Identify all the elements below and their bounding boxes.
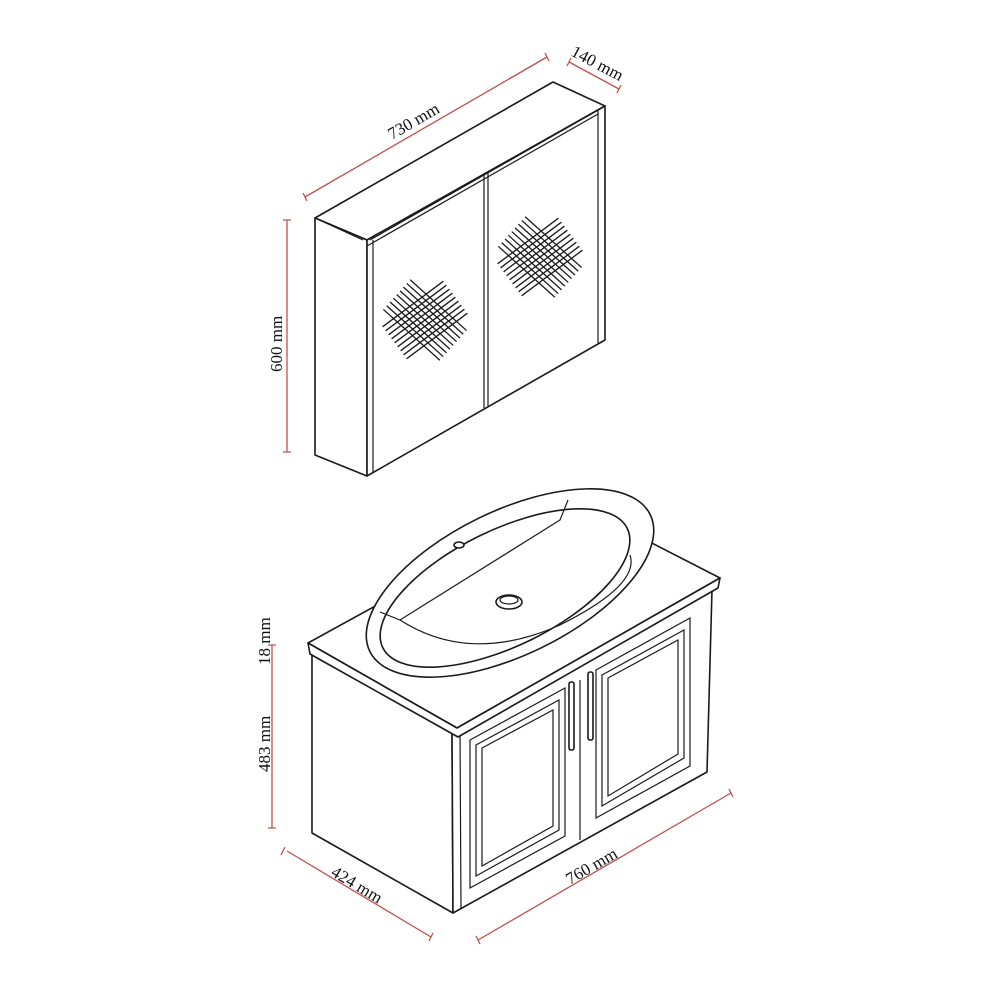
hatch-line (382, 280, 444, 328)
hatch-line (400, 304, 462, 352)
hatch-line (386, 305, 444, 358)
hatch-line (504, 238, 562, 291)
hatch-line (409, 279, 468, 332)
hatch-line (392, 297, 451, 350)
dimension-lines (268, 52, 734, 945)
hatch-line (391, 292, 453, 340)
hatch-line (503, 225, 565, 273)
mirror-cabinet (314, 81, 606, 477)
right-door (595, 616, 691, 820)
hatch-line (500, 221, 562, 269)
mirror-depth-label: 140 mm (568, 42, 627, 85)
vanity-width-label: 760 mm (563, 844, 621, 889)
hatch-line (497, 217, 559, 265)
hatch-line (518, 223, 576, 276)
hatch-line (521, 249, 583, 297)
vanity-unit (307, 488, 721, 914)
mirror-width-label: 730 mm (385, 99, 443, 144)
left-door (469, 686, 566, 890)
hatch-line (406, 312, 468, 360)
vanity-height-label: 483 mm (255, 716, 274, 772)
hatch-line (406, 282, 464, 335)
vessel-sink (365, 488, 655, 678)
hatch-line (512, 237, 574, 285)
hatch-line (382, 308, 441, 361)
hatch-line (506, 229, 568, 277)
left-handle (568, 681, 575, 751)
hatch-line (511, 231, 569, 283)
hatch-line (514, 227, 573, 280)
hatch-line (497, 245, 556, 298)
hatch-line (388, 288, 450, 336)
hatch-line (389, 301, 447, 354)
hatch-line (397, 300, 459, 348)
countertop-edge (307, 577, 721, 738)
hatch-line (399, 290, 458, 343)
hatch-line (501, 242, 559, 295)
cabinet-left-side (314, 217, 368, 477)
mirror-hatch-left (382, 279, 468, 361)
faucet-hole (453, 541, 465, 549)
mirror-hatch-right (497, 216, 583, 298)
hatch-line (524, 216, 583, 269)
hatch-line (518, 245, 580, 293)
hatch-line (403, 308, 465, 356)
hatch-line (521, 219, 579, 272)
right-handle (587, 671, 594, 741)
hatch-line (507, 234, 566, 287)
hatch-line (403, 286, 461, 339)
hatch-line (396, 294, 454, 346)
drain (495, 594, 523, 610)
mirror-height-label: 600 mm (267, 316, 286, 372)
hatch-line (515, 241, 577, 289)
countertop-thickness-label: 18 mm (255, 617, 274, 665)
hatch-line (385, 284, 447, 332)
